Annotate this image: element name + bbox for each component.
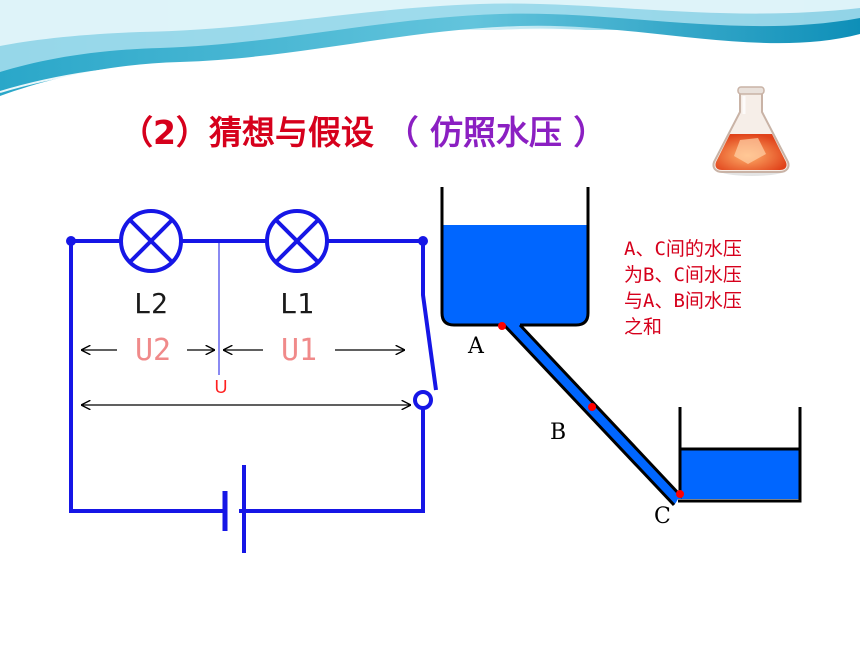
lamp-l2 (119, 209, 183, 273)
u2-label: U2 (135, 333, 171, 368)
u1-label: U1 (281, 333, 317, 368)
point-b-label: B (550, 420, 566, 445)
point-a-dot (498, 322, 506, 330)
junction-left (66, 236, 76, 246)
note-line: 与A、B间水压 (624, 290, 742, 312)
point-a-label: A (467, 334, 485, 359)
junction-right (418, 236, 428, 246)
tank-outline (440, 187, 802, 507)
battery-symbol (222, 465, 246, 553)
lamp-l1 (265, 209, 329, 273)
switch-contact (413, 390, 433, 410)
water-pressure-diagram: A B C (440, 187, 802, 529)
title-sub-text: （ 仿照水压 ） (385, 113, 607, 152)
point-c-label: C (654, 504, 671, 529)
header-wave-banner (0, 0, 860, 96)
title-main-text: （2）猜想与假设 (120, 113, 374, 152)
note-line: 为B、C间水压 (624, 264, 742, 286)
point-c-dot (676, 490, 684, 498)
flask-icon (712, 86, 790, 176)
lamp2-label: L2 (134, 287, 168, 320)
point-b-dot (588, 403, 596, 411)
slide-title: （2）猜想与假设 （ 仿照水压 ） (120, 108, 680, 158)
series-circuit-diagram: L2 L1 U2 U1 U (66, 209, 438, 553)
note-line: 之和 (624, 316, 663, 338)
circuit-wires (69, 239, 438, 513)
u-label: U (215, 377, 228, 397)
lamp1-label: L1 (280, 287, 314, 320)
water-body (442, 225, 800, 505)
note-line: A、C间的水压 (624, 238, 742, 260)
water-pressure-note: A、C间的水压 为B、C间水压 与A、B间水压 之和 (624, 236, 824, 340)
